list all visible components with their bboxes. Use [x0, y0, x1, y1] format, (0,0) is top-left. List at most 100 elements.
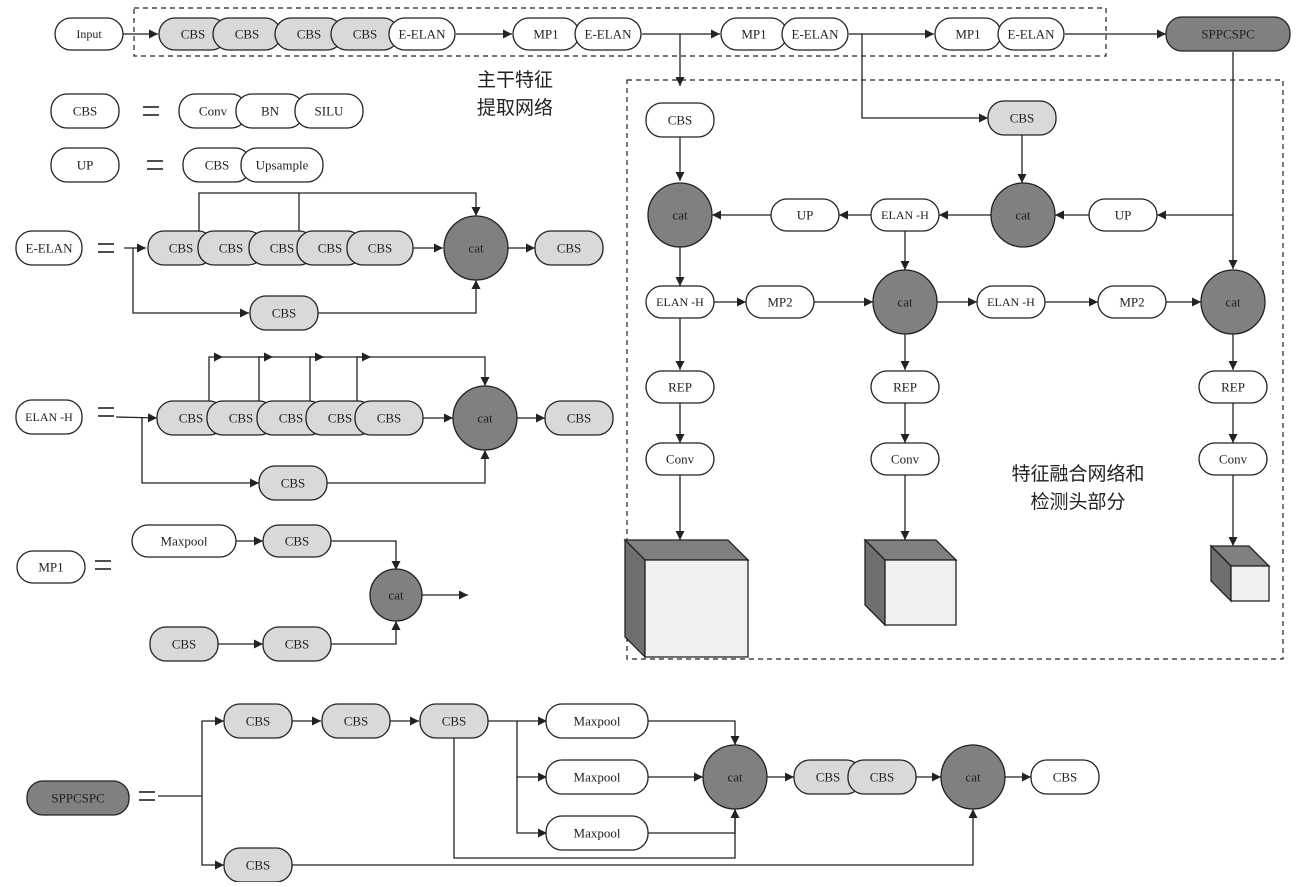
legend-mp1-cbs-b-box	[149, 626, 219, 662]
head-cat-1-node	[990, 182, 1056, 248]
legend-spp-out-cbs-label: CBS	[1053, 770, 1078, 785]
head-elanh-1-label: ELAN -H	[881, 208, 929, 222]
backbone-eelan-2-label: E-ELAN	[585, 27, 633, 42]
head-rep-1-box	[645, 370, 715, 404]
head-elanh-2-label: ELAN -H	[656, 295, 704, 309]
legend-spp-cat-1-node	[702, 744, 768, 810]
legend-elanh-cbs-5-box	[354, 400, 424, 436]
head-mp2-1-label: MP2	[767, 295, 792, 310]
connector-arrow	[132, 248, 249, 318]
legend-eelan-label: E-ELAN	[26, 241, 74, 256]
connector-arrow	[201, 796, 224, 870]
backbone-caption-line2: 提取网络	[477, 97, 553, 119]
connector-arrow	[223, 356, 490, 386]
backbone-eelan-2-box	[574, 17, 642, 51]
backbone-eelan-4-box	[997, 17, 1065, 51]
backbone-eelan-3-box	[781, 17, 849, 51]
legend-mp1-cbs-b-label: CBS	[172, 637, 197, 652]
legend-spp-cbs-5-box	[847, 759, 917, 795]
head-elanh-1-box	[870, 198, 940, 232]
connector-arrow	[648, 809, 740, 834]
legend-spp-maxpool-3-box	[545, 815, 649, 851]
connector-arrow	[516, 721, 547, 838]
legend-elanh-out-cbs-box	[544, 400, 614, 436]
input-box	[54, 17, 124, 51]
legend-elanh-cat-label: cat	[477, 411, 493, 426]
head-mp2-2-label: MP2	[1119, 295, 1144, 310]
head-mp2-2-box	[1097, 285, 1167, 319]
head-conv-2-label: Conv	[891, 452, 920, 467]
head-cat-1-label: cat	[1015, 208, 1031, 223]
legend-mp1-label: MP1	[38, 560, 63, 575]
legend-up-label: UP	[77, 158, 94, 173]
legend-elanh-cbs-5-label: CBS	[377, 411, 402, 426]
legend-sppcspc-label: SPPCSPC	[51, 791, 105, 806]
head-conv-3-label: Conv	[1219, 452, 1248, 467]
legend-spp-maxpool-1-box	[545, 703, 649, 739]
legend-mp1-cbs-c-label: CBS	[285, 637, 310, 652]
legend-eelan-cbs-4-label: CBS	[318, 241, 343, 256]
legend-spp-cbs-1-box	[223, 703, 293, 739]
legend-mp1-cat-label: cat	[388, 588, 404, 603]
legend-mp1-box	[16, 550, 86, 584]
legend-spp-cbs-2-label: CBS	[344, 714, 369, 729]
legend-cbs-label: CBS	[73, 104, 98, 119]
legend-silu-box	[294, 93, 364, 129]
connector-arrow	[648, 720, 740, 745]
head-caption-line2: 检测头部分	[1030, 491, 1125, 513]
connector-arrow	[318, 280, 481, 314]
legend-bn-label: BN	[261, 104, 280, 119]
head-mp2-1-box	[745, 285, 815, 319]
legend-eelan-out-cbs-box	[534, 230, 604, 266]
legend-mp1-cbs-c-box	[262, 626, 332, 662]
legend-spp-cbs-3-label: CBS	[442, 714, 467, 729]
legend-elanh-cbs-2-label: CBS	[229, 411, 254, 426]
head-caption-line1: 特征融合网络和	[1011, 463, 1144, 485]
legend-eelan-branch-cbs-box	[249, 295, 319, 331]
legend-eelan-branch-cbs-label: CBS	[272, 306, 297, 321]
legend-spp-cbs-1-label: CBS	[246, 714, 271, 729]
head-cbs-right-box	[987, 100, 1057, 136]
legend-spp-maxpool-2-label: Maxpool	[574, 770, 621, 785]
head-cbs-left-box	[645, 102, 715, 138]
head-rep-3-box	[1198, 370, 1268, 404]
connector-arrow	[141, 418, 259, 488]
legend-eelan-cat-node	[443, 215, 509, 281]
legend-spp-maxpool-3-label: Maxpool	[574, 826, 621, 841]
backbone-frame	[133, 7, 1107, 57]
backbone-eelan-1-label: E-ELAN	[399, 27, 447, 42]
connector-arrow	[201, 716, 224, 796]
legend-mp1-cat-node	[369, 568, 423, 622]
head-elanh-3-label: ELAN -H	[987, 295, 1035, 309]
output-cube-large-top	[623, 539, 750, 561]
output-cube-small-front	[1230, 565, 1270, 602]
legend-upsample-label: Upsample	[256, 158, 309, 173]
head-rep-2-box	[870, 370, 940, 404]
connector-arrow	[331, 621, 401, 645]
legend-mp1-maxpool-box	[131, 524, 237, 558]
output-cube-large-side	[624, 538, 646, 659]
connector-arrow	[327, 450, 490, 484]
backbone-mp1-1-label: MP1	[533, 27, 558, 42]
head-conv-1-box	[645, 442, 715, 476]
head-up-right-label: UP	[1115, 208, 1132, 223]
legend-elanh-out-cbs-label: CBS	[567, 411, 592, 426]
legend-eelan-cbs-5-box	[346, 230, 414, 266]
head-up-right-box	[1088, 198, 1158, 232]
legend-spp-out-cbs-box	[1030, 759, 1100, 795]
legend-eelan-cbs-1-label: CBS	[169, 241, 194, 256]
connector-arrow	[861, 34, 988, 123]
head-rep-1-label: REP	[668, 380, 692, 395]
backbone-cbs-2-label: CBS	[235, 27, 260, 42]
head-frame	[626, 79, 1284, 660]
legend-spp-cbs-5-label: CBS	[870, 770, 895, 785]
legend-elanh-cbs-1-label: CBS	[179, 411, 204, 426]
head-conv-1-label: Conv	[666, 452, 695, 467]
input-label: Input	[76, 27, 102, 41]
backbone-caption-line1: 主干特征	[477, 69, 553, 91]
connector-line	[453, 738, 736, 859]
legend-spp-cbs-3-box	[419, 703, 489, 739]
head-cat-3-label: cat	[897, 295, 913, 310]
head-conv-3-box	[1198, 442, 1268, 476]
